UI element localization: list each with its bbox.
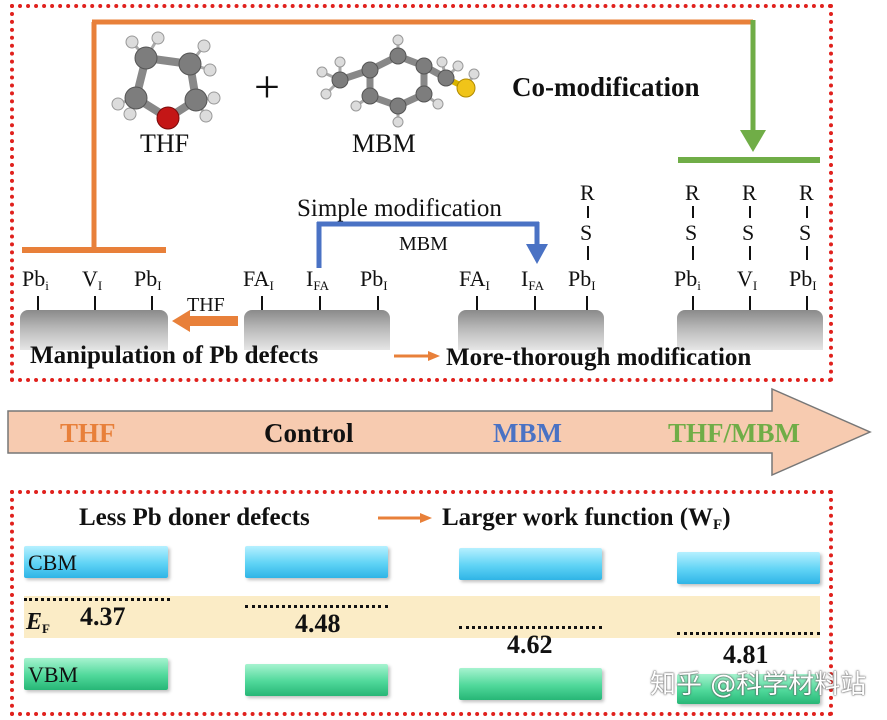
ef-line [245,605,388,608]
arrow-item-thf-mbm: THF/MBM [668,418,800,448]
site-label: FAI [459,266,490,293]
wf-value-thf: 4.37 [80,602,126,631]
site-label: PbI [568,266,596,293]
thf-arrow-label: THF [187,294,225,316]
vbm-band [677,674,820,704]
tick [151,296,153,310]
co-modification-label: Co-modification [512,72,700,102]
tick [377,296,379,310]
site-label: PbI [360,266,388,293]
r-label: R [742,180,757,205]
s-label: S [799,220,812,245]
bond-line [749,246,751,260]
larger-wf-text: Larger work function (WF) [442,504,731,533]
tick [534,296,536,310]
blue-arrow-head [526,244,548,264]
mbm-molecule [316,34,480,128]
orange-path [22,19,753,253]
bond-line [692,206,694,218]
big-arrow [7,387,872,477]
tick [586,296,588,310]
site-label: IFA [306,266,329,293]
wf-value-control: 4.48 [295,609,341,638]
cbm-label: CBM [28,550,77,575]
arrow-item-thf: THF [60,418,116,448]
tick [476,296,478,310]
tick [806,296,808,310]
arrow-item-control: Control [264,418,354,448]
site-label: VI [82,266,103,293]
blue-path [316,221,540,268]
manipulation-text: Manipulation of Pb defects [30,342,319,369]
thf-molecule [111,31,221,130]
ef-line [24,598,170,601]
slab-thf [20,310,168,350]
thf-molecule-label: THF [140,129,190,158]
tick [37,296,39,310]
simple-modification-label: Simple modification [297,195,502,222]
wf-value-mbm: 4.62 [507,630,553,659]
top-panel-graphics [22,19,820,361]
mbm-arrow-label: MBM [399,233,448,255]
tick [692,296,694,310]
wf-arrow [378,513,432,523]
cbm-band [459,548,602,580]
site-label: PbI [134,266,162,293]
s-label: S [580,220,593,245]
slab-thf-mbm [677,310,823,350]
cbm-band [677,552,820,584]
r-label: R [799,180,814,205]
tick [94,296,96,310]
cbm-band [245,546,388,578]
tick [749,296,751,310]
less-defects-text: Less Pb doner defects [79,504,310,531]
fermi-band [24,596,820,638]
bond-line [587,246,589,260]
site-label: FAI [243,266,274,293]
bond-line [806,206,808,218]
plus-sign: + [254,61,280,112]
r-label: R [580,180,595,205]
watermark: 知乎 @科学材料站 [650,670,867,700]
tick [319,296,321,310]
manip-arrow-head [428,351,440,361]
ef-line [677,632,820,635]
s-label: S [742,220,755,245]
ef-label: EF [26,609,50,636]
slab-mbm [458,310,604,350]
site-label: Pbi [674,266,701,293]
bond-line [749,206,751,218]
tick [261,296,263,310]
arrow-item-mbm: MBM [493,418,562,448]
thorough-text: More-thorough modification [446,344,752,371]
slab-control [244,310,390,350]
wf-value-thf-mbm: 4.81 [723,640,769,669]
s-label: S [685,220,698,245]
top-panel-frame [10,4,833,382]
site-label: IFA [521,266,544,293]
thf-small-arrow [172,310,238,332]
mbm-molecule-label: MBM [352,129,416,158]
cbm-band [24,546,168,578]
ef-line [459,626,602,629]
bond-line [692,246,694,260]
vbm-label: VBM [28,662,79,687]
vbm-band [24,658,168,690]
site-label: VI [737,266,758,293]
r-label: R [685,180,700,205]
vbm-band [245,664,388,696]
bottom-panel-frame [10,490,833,716]
site-label: Pbi [22,266,49,293]
vbm-band [459,668,602,700]
site-label: PbI [789,266,817,293]
bond-line [806,246,808,260]
green-arrow-head [740,130,766,152]
green-path [678,20,820,163]
bond-line [587,206,589,218]
